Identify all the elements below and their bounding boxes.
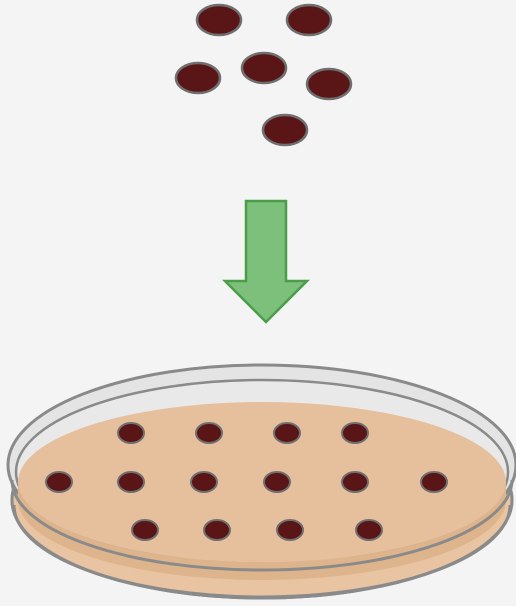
loose-seed [242, 53, 286, 83]
dish-seed [277, 520, 303, 540]
dish-seed [342, 472, 368, 492]
dish-seed [274, 423, 300, 443]
down-arrow-icon [225, 201, 307, 322]
dish-seed [46, 472, 72, 492]
dish-seed [356, 520, 382, 540]
loose-seed [197, 5, 241, 35]
dish-seed [118, 423, 144, 443]
loose-seed [176, 63, 220, 93]
dish-seed [342, 423, 368, 443]
dish-seed [118, 472, 144, 492]
dish-seed [196, 423, 222, 443]
dish-seed [191, 472, 217, 492]
dish-seed [421, 472, 447, 492]
loose-seeds-group [176, 5, 351, 145]
dish-seed [204, 520, 230, 540]
loose-seed [287, 5, 331, 35]
loose-seed [307, 69, 351, 99]
dish-seed [132, 520, 158, 540]
dish-seed [264, 472, 290, 492]
loose-seed [263, 115, 307, 145]
